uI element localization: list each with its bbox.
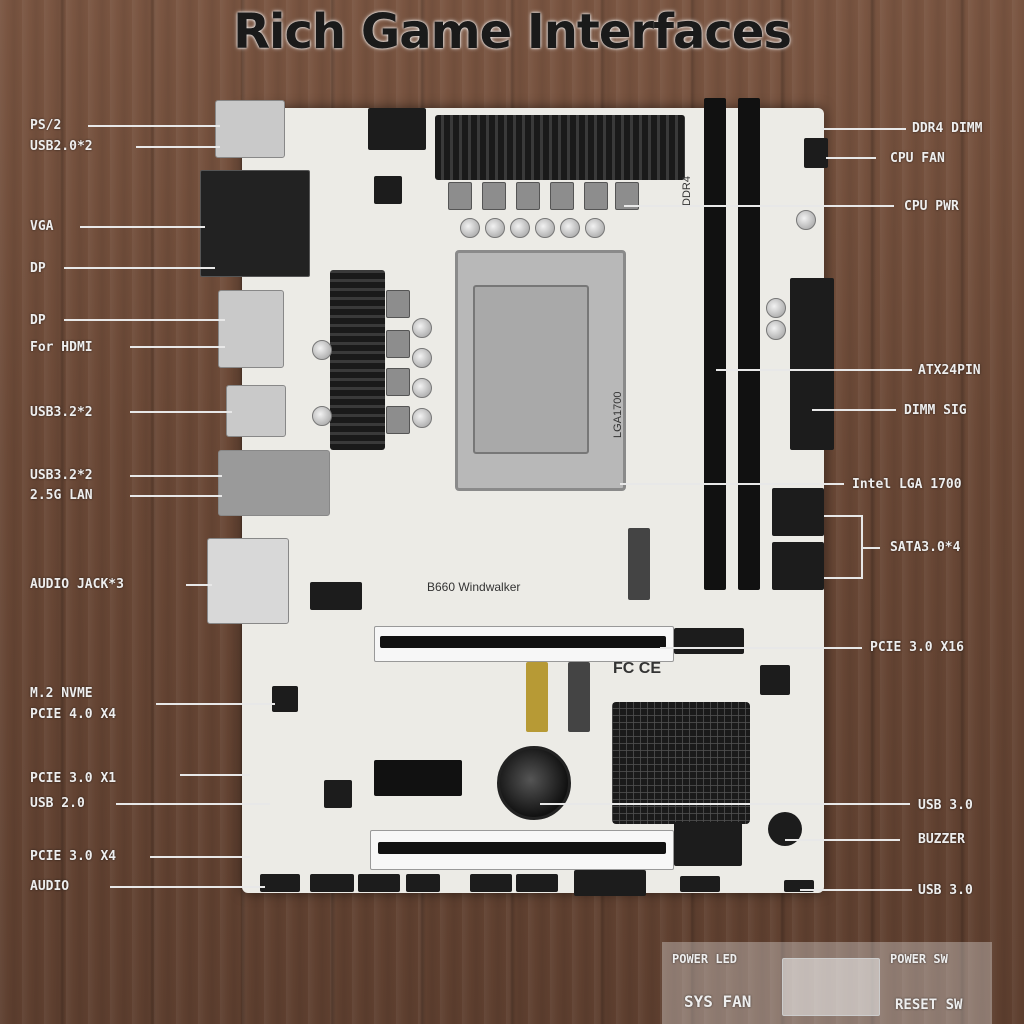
dimm-slot-a [704, 98, 726, 590]
dimm-slot-b [738, 98, 760, 590]
capacitor [460, 218, 480, 238]
chip [760, 665, 790, 695]
choke [386, 406, 410, 434]
choke [550, 182, 574, 210]
capacitor [796, 210, 816, 230]
choke [516, 182, 540, 210]
front-header [358, 874, 400, 892]
label-pcie-x16: PCIE 3.0 X16 [870, 640, 964, 655]
label-sata: SATA3.0*4 [890, 540, 961, 555]
choke [482, 182, 506, 210]
sata-connector [772, 488, 824, 536]
choke [386, 290, 410, 318]
label-usb30: USB 3.0 [918, 798, 973, 813]
label-usb-top: USB2.0*2 [30, 139, 93, 154]
front-header [310, 874, 354, 892]
front-header [470, 874, 512, 892]
ps2-usb-port [215, 100, 285, 158]
label-audio-jack: AUDIO JACK*3 [30, 577, 124, 592]
page-title: Rich Game Interfaces [233, 4, 792, 60]
label-sys-fan: SYS FAN [684, 992, 752, 1011]
front-panel-pins [782, 958, 880, 1016]
vga-port [200, 170, 310, 277]
capacitor [766, 320, 786, 340]
leader-line [824, 515, 863, 579]
m2-slot [526, 662, 548, 732]
capacitor [412, 318, 432, 338]
pcie-x1-slot [374, 760, 462, 796]
cpu-socket-cover [473, 285, 589, 454]
capacitor [312, 406, 332, 426]
dp-port [218, 290, 284, 368]
front-header [516, 874, 558, 892]
label-atx24: ATX24PIN [918, 363, 981, 378]
pcie-x4-slot-inner [378, 842, 666, 854]
cpu-power-connector [368, 108, 426, 150]
label-cpu-pwr: CPU PWR [904, 199, 959, 214]
label-ddr4-1: DDR4 DIMM [912, 121, 983, 136]
capacitor [766, 298, 786, 318]
front-header [574, 870, 646, 896]
capacitor [412, 348, 432, 368]
label-usb30b: USB 3.0 [918, 883, 973, 898]
label-power-led: POWER LED [672, 952, 738, 966]
fc-ce-text: FC CE [613, 660, 661, 677]
front-header [260, 874, 300, 892]
label-usb32: USB3.2*2 [30, 405, 93, 420]
pcie-x16-slot-inner [380, 636, 666, 648]
label-usb3lan1: USB3.2*2 [30, 468, 93, 483]
m2-slot-top [628, 528, 650, 600]
label-dp1: DP [30, 261, 46, 276]
audio-jack-port [207, 538, 289, 624]
choke [386, 368, 410, 396]
label-ps2: PS/2 [30, 118, 62, 133]
choke [448, 182, 472, 210]
label-dimm-2: DIMM SIG [904, 403, 967, 418]
label-vga: VGA [30, 219, 54, 234]
capacitor [412, 378, 432, 398]
cmos-battery [497, 746, 571, 820]
cpu-fan-header [804, 138, 828, 168]
vrm-heatsink-top [435, 115, 685, 180]
label-dp2: DP [30, 313, 46, 328]
label-reset-sw: RESET SW [895, 997, 963, 1013]
board-model-text: B660 Windwalker [427, 580, 521, 594]
sata-connector [772, 542, 824, 590]
m2-slot [568, 662, 590, 732]
chip [324, 780, 352, 808]
choke [386, 330, 410, 358]
capacitor [560, 218, 580, 238]
label-power-sw: POWER SW [890, 952, 948, 966]
chip [272, 686, 298, 712]
label-m2-1: M.2 NVME [30, 686, 93, 701]
capacitor [412, 408, 432, 428]
label-audio: AUDIO [30, 879, 70, 894]
usb30-header [674, 822, 742, 866]
capacitor [485, 218, 505, 238]
label-usb20: USB 2.0 [30, 796, 85, 811]
vrm-heatsink-left [330, 270, 385, 450]
label-cpu-fan: CPU FAN [890, 151, 945, 166]
label-pcie-x1: PCIE 3.0 X1 [30, 771, 117, 786]
label-intel-lga: Intel LGA 1700 [852, 477, 962, 492]
label-usb3lan2: 2.5G LAN [30, 488, 93, 503]
chip [374, 176, 402, 204]
front-header [406, 874, 440, 892]
front-header [680, 876, 720, 892]
capacitor [312, 340, 332, 360]
label-hdmi: For HDMI [30, 340, 93, 355]
label-pcie-x4: PCIE 3.0 X4 [30, 849, 117, 864]
capacitor [510, 218, 530, 238]
chip [310, 582, 362, 610]
atx24-connector [790, 278, 834, 450]
label-buzzer: BUZZER [918, 832, 965, 847]
pcie-latch [674, 628, 744, 654]
choke [584, 182, 608, 210]
label-m2-2: PCIE 4.0 X4 [30, 707, 117, 722]
capacitor [535, 218, 555, 238]
capacitor [585, 218, 605, 238]
lan-port [218, 450, 330, 516]
